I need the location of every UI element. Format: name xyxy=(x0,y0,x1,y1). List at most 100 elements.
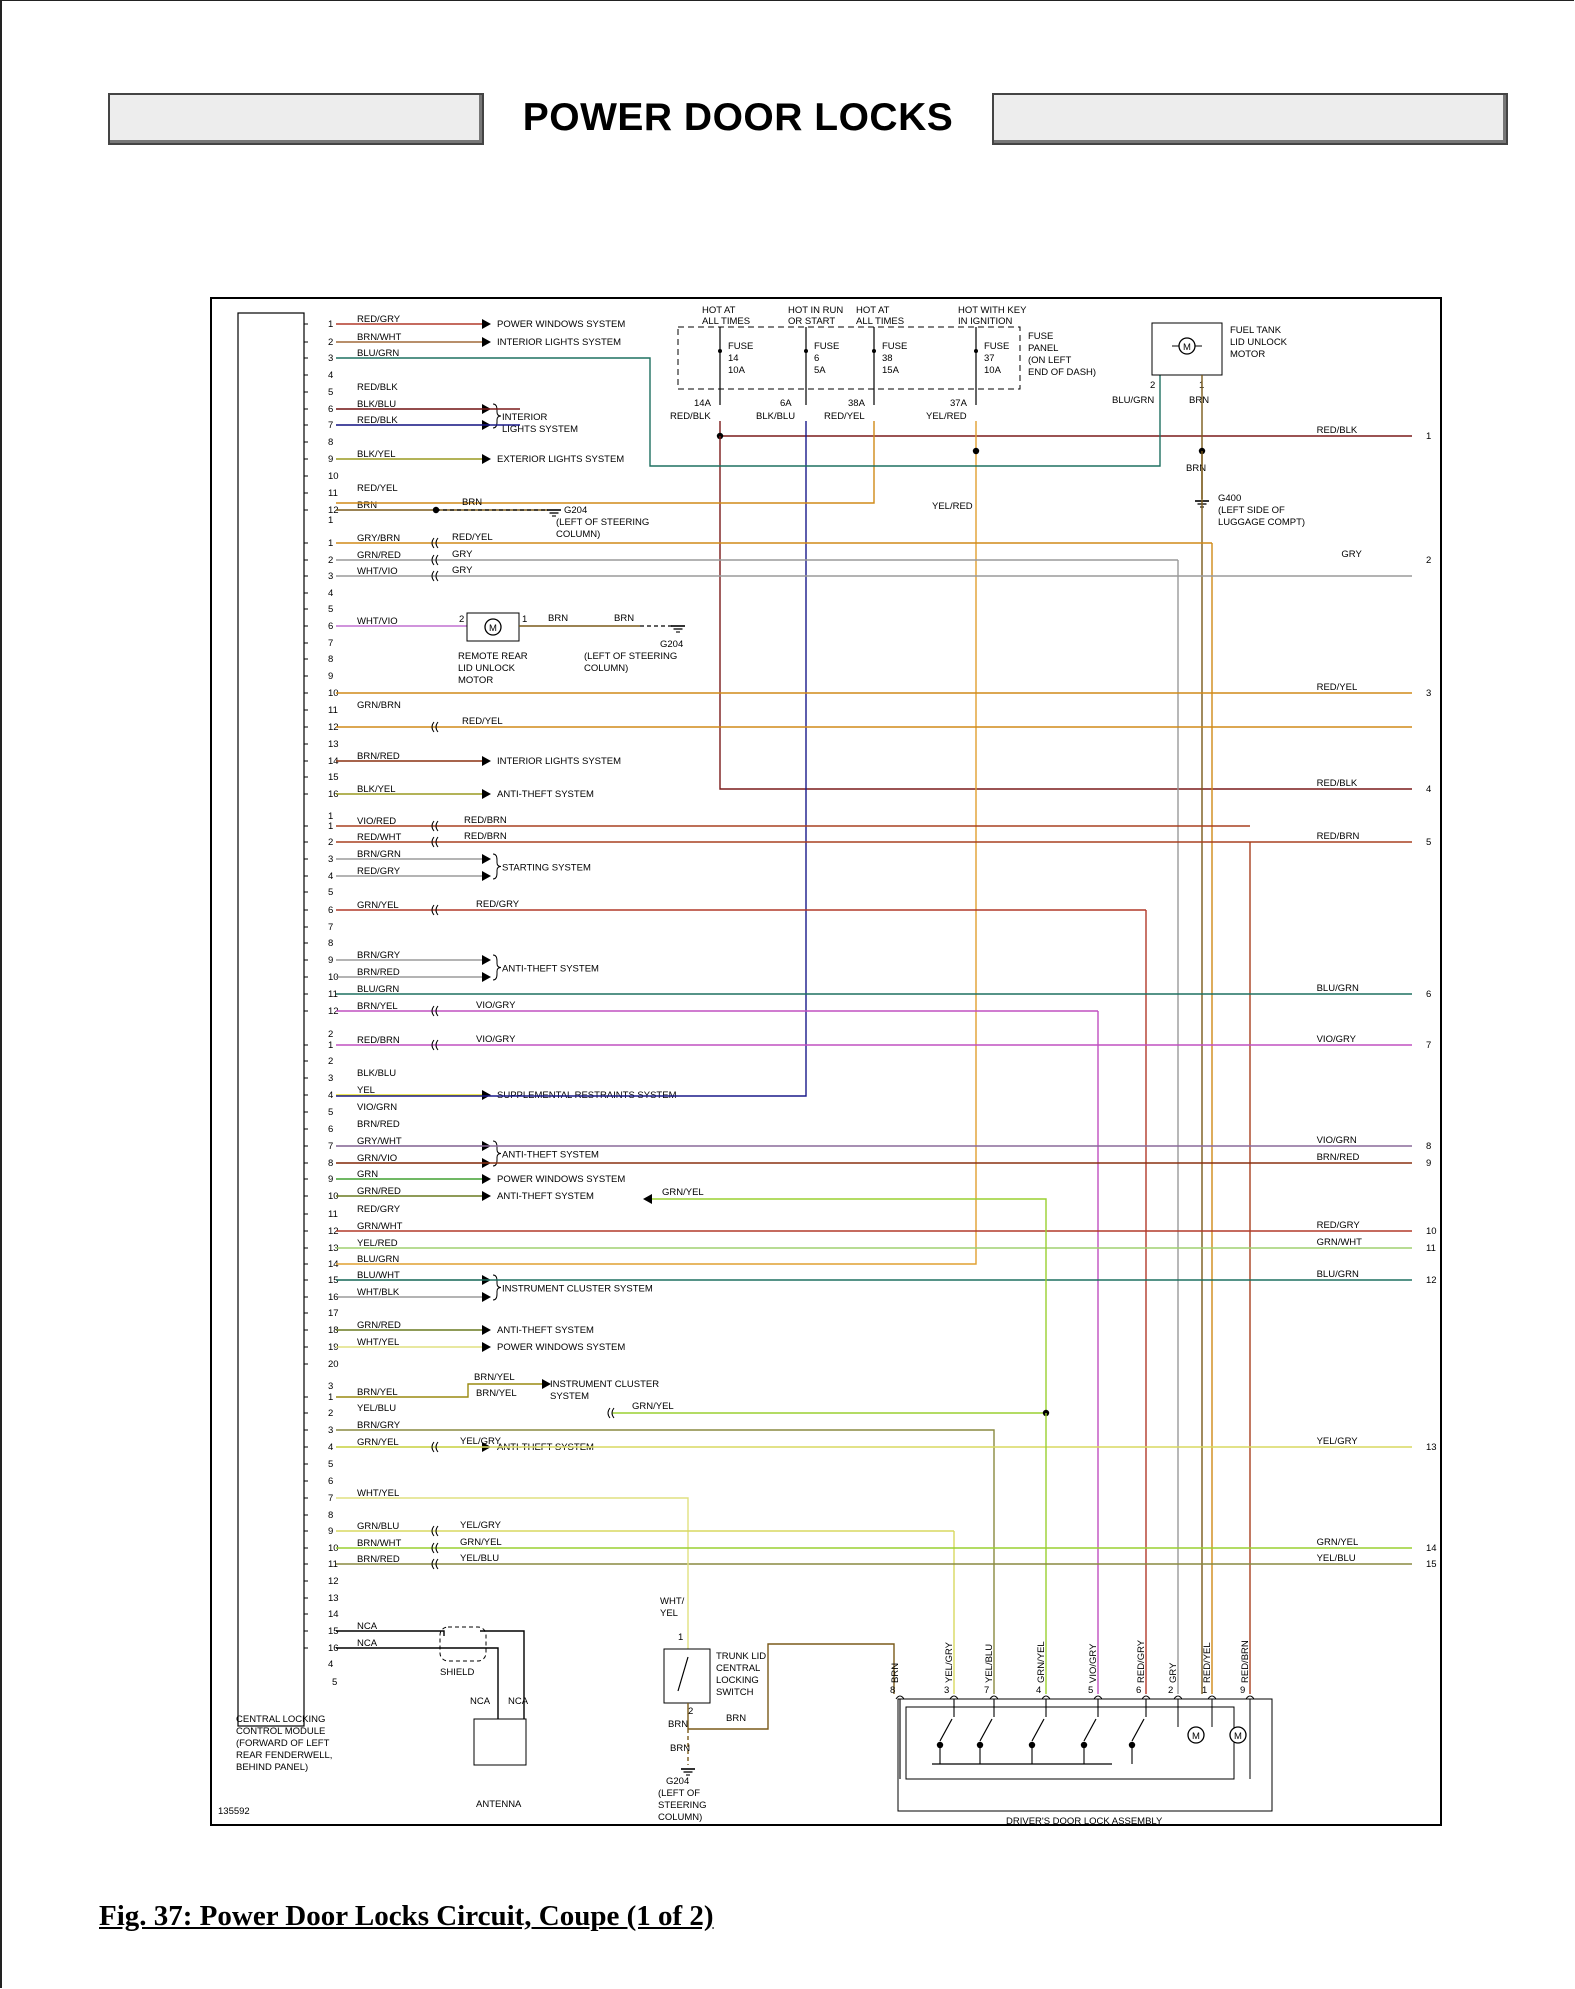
pin-number: 3 xyxy=(328,1073,333,1084)
system-destination: EXTERIOR LIGHTS SYSTEM xyxy=(497,454,624,465)
wire-label: VIO/GRN xyxy=(357,1102,397,1113)
system-arrow xyxy=(482,1325,491,1335)
pin-number: 6 xyxy=(328,1476,333,1487)
door-pin: 9 xyxy=(1240,1685,1245,1696)
wire-label: BRN/RED xyxy=(357,1119,400,1130)
trunk-switch-label: TRUNK LID xyxy=(716,1651,766,1662)
trunk-switch-contact xyxy=(677,1656,689,1692)
right-wire-label: VIO/GRN xyxy=(1317,1135,1357,1146)
ground-g400-label: G400 xyxy=(1218,493,1241,504)
pin-number: 6 xyxy=(328,1124,333,1135)
right-wire-label: BLU/GRN xyxy=(1317,1269,1359,1280)
wire-gry-c1-2-inline-a xyxy=(431,554,435,566)
group-arrow xyxy=(482,1292,491,1302)
rear-motor-label: LID UNLOCK xyxy=(458,663,516,674)
wire-label-yel-red: YEL/RED xyxy=(932,501,973,512)
right-reference-number: 11 xyxy=(1426,1243,1436,1254)
fuse-hot-label: HOT IN RUN xyxy=(788,305,843,316)
wire-label: RED/YEL xyxy=(357,483,398,494)
wire-label: BLU/GRN xyxy=(357,984,399,995)
pin-number: 7 xyxy=(328,1141,333,1152)
control-module-label: CENTRAL LOCKING xyxy=(236,1714,325,1725)
wire-label: RED/BRN xyxy=(357,1035,400,1046)
pin-number: 11 xyxy=(328,1559,338,1570)
system-destination: POWER WINDOWS SYSTEM xyxy=(497,1342,625,1353)
rear-motor-label: REMOTE REAR xyxy=(458,651,528,662)
door-wire-label: YEL/GRY xyxy=(944,1641,955,1683)
pin-number: 6 xyxy=(328,905,333,916)
wire-label: GRN/RED xyxy=(357,1320,401,1331)
wire-label: BRN/GRN xyxy=(357,849,401,860)
fuse-rating: 10A xyxy=(728,365,746,376)
pin-number: 8 xyxy=(328,654,333,665)
fuse-rating: 37 xyxy=(984,353,995,364)
wire-vio-gry-c3-1-inline-b xyxy=(435,1039,439,1051)
right-wire-label: RED/YEL xyxy=(1317,682,1358,693)
wire-label: BRN/WHT xyxy=(357,1538,402,1549)
pin-number: 4 xyxy=(328,1442,333,1453)
right-reference-number: 2 xyxy=(1426,555,1431,566)
wire-label: GRN/BRN xyxy=(357,700,401,711)
wire-label: RED/GRY xyxy=(357,314,401,325)
wire-label: WHT/VIO xyxy=(357,616,398,627)
wire-label: NCA xyxy=(357,1638,378,1649)
group-label: INTERIOR xyxy=(502,412,548,423)
wire-vio-gry-c2-12-inline-a xyxy=(431,1005,435,1017)
fuse-pin: 14A xyxy=(694,398,712,409)
system-destination: POWER WINDOWS SYSTEM xyxy=(497,319,625,330)
group-label: LIGHTS SYSTEM xyxy=(502,424,578,435)
fuse-rating: 15A xyxy=(882,365,900,376)
pin-number: 7 xyxy=(328,922,333,933)
door-motor-1-circle xyxy=(1187,1726,1205,1744)
wire-label: GRN/BLU xyxy=(357,1521,399,1532)
ground-g400-desc: (LEFT SIDE OF xyxy=(1218,505,1285,516)
wire-gry-c1-3-inline-b xyxy=(435,570,439,582)
ground-g204-rear-label: G204 xyxy=(660,639,683,650)
door-pin-connector xyxy=(1141,1695,1151,1700)
ground-g204-trunk-desc: COLUMN) xyxy=(658,1812,702,1823)
system-destination: INTERIOR LIGHTS SYSTEM xyxy=(497,337,621,348)
trunk-wire-label: YEL xyxy=(660,1608,678,1619)
pin-number: 14 xyxy=(328,1259,339,1270)
door-pin-connector xyxy=(1173,1695,1183,1700)
wire-label-mid: RED/YEL xyxy=(452,532,493,543)
pin-number: 3 xyxy=(328,353,333,364)
right-reference-number: 15 xyxy=(1426,1559,1437,1570)
group-brace xyxy=(492,1140,502,1167)
wire-label: WHT/BLK xyxy=(357,1287,400,1298)
right-wire-label: YEL/BLU xyxy=(1317,1553,1356,1564)
pin-number: 6 xyxy=(328,621,333,632)
wire-red-brn-c2-2-inline-b xyxy=(435,836,439,848)
ground-g204-rear-desc: (LEFT OF STEERING xyxy=(584,651,677,662)
door-pin-connector xyxy=(1207,1695,1217,1700)
pin-number: 16 xyxy=(328,1292,339,1303)
rear-motor-m: M xyxy=(489,623,497,634)
pin-number: 12 xyxy=(328,722,339,733)
wire-gry-c1-2-inline-b xyxy=(435,554,439,566)
pin-number: 11 xyxy=(328,1209,338,1220)
wire-label: GRN xyxy=(357,1169,378,1180)
wire-label-mid: YEL/GRY xyxy=(460,1436,502,1447)
inline-grn-yel-c4-b xyxy=(611,1407,615,1419)
connector-number: 2 xyxy=(328,1029,333,1040)
wire-label: WHT/YEL xyxy=(357,1337,399,1348)
trunk-wire-label: WHT/ xyxy=(660,1596,685,1607)
trunk-switch-label: SWITCH xyxy=(716,1687,754,1698)
fuse-hot-label: HOT AT xyxy=(856,305,890,316)
wire-label-mid: VIO/GRY xyxy=(476,1034,516,1045)
rear-motor-label: MOTOR xyxy=(458,675,493,686)
wire-label: WHT/VIO xyxy=(357,566,398,577)
door-assembly-label: DRIVER'S DOOR LOCK ASSEMBLY xyxy=(1006,1816,1163,1826)
fuse-rating: FUSE xyxy=(728,341,753,352)
wire-wht-yel-c4-7 xyxy=(336,1497,689,1549)
wire-label-mid: RED/YEL xyxy=(462,716,503,727)
right-wire-label: YEL/GRY xyxy=(1317,1436,1359,1447)
group-label: ANTI-THEFT SYSTEM xyxy=(502,964,599,975)
wire-nca-ant2 xyxy=(480,1647,499,1719)
pin-number: 4 xyxy=(328,871,333,882)
door-pin: 2 xyxy=(1168,1685,1173,1696)
wire-red-brn-c2-1-inline-a xyxy=(431,820,435,832)
connector-number: 1 xyxy=(328,515,333,526)
